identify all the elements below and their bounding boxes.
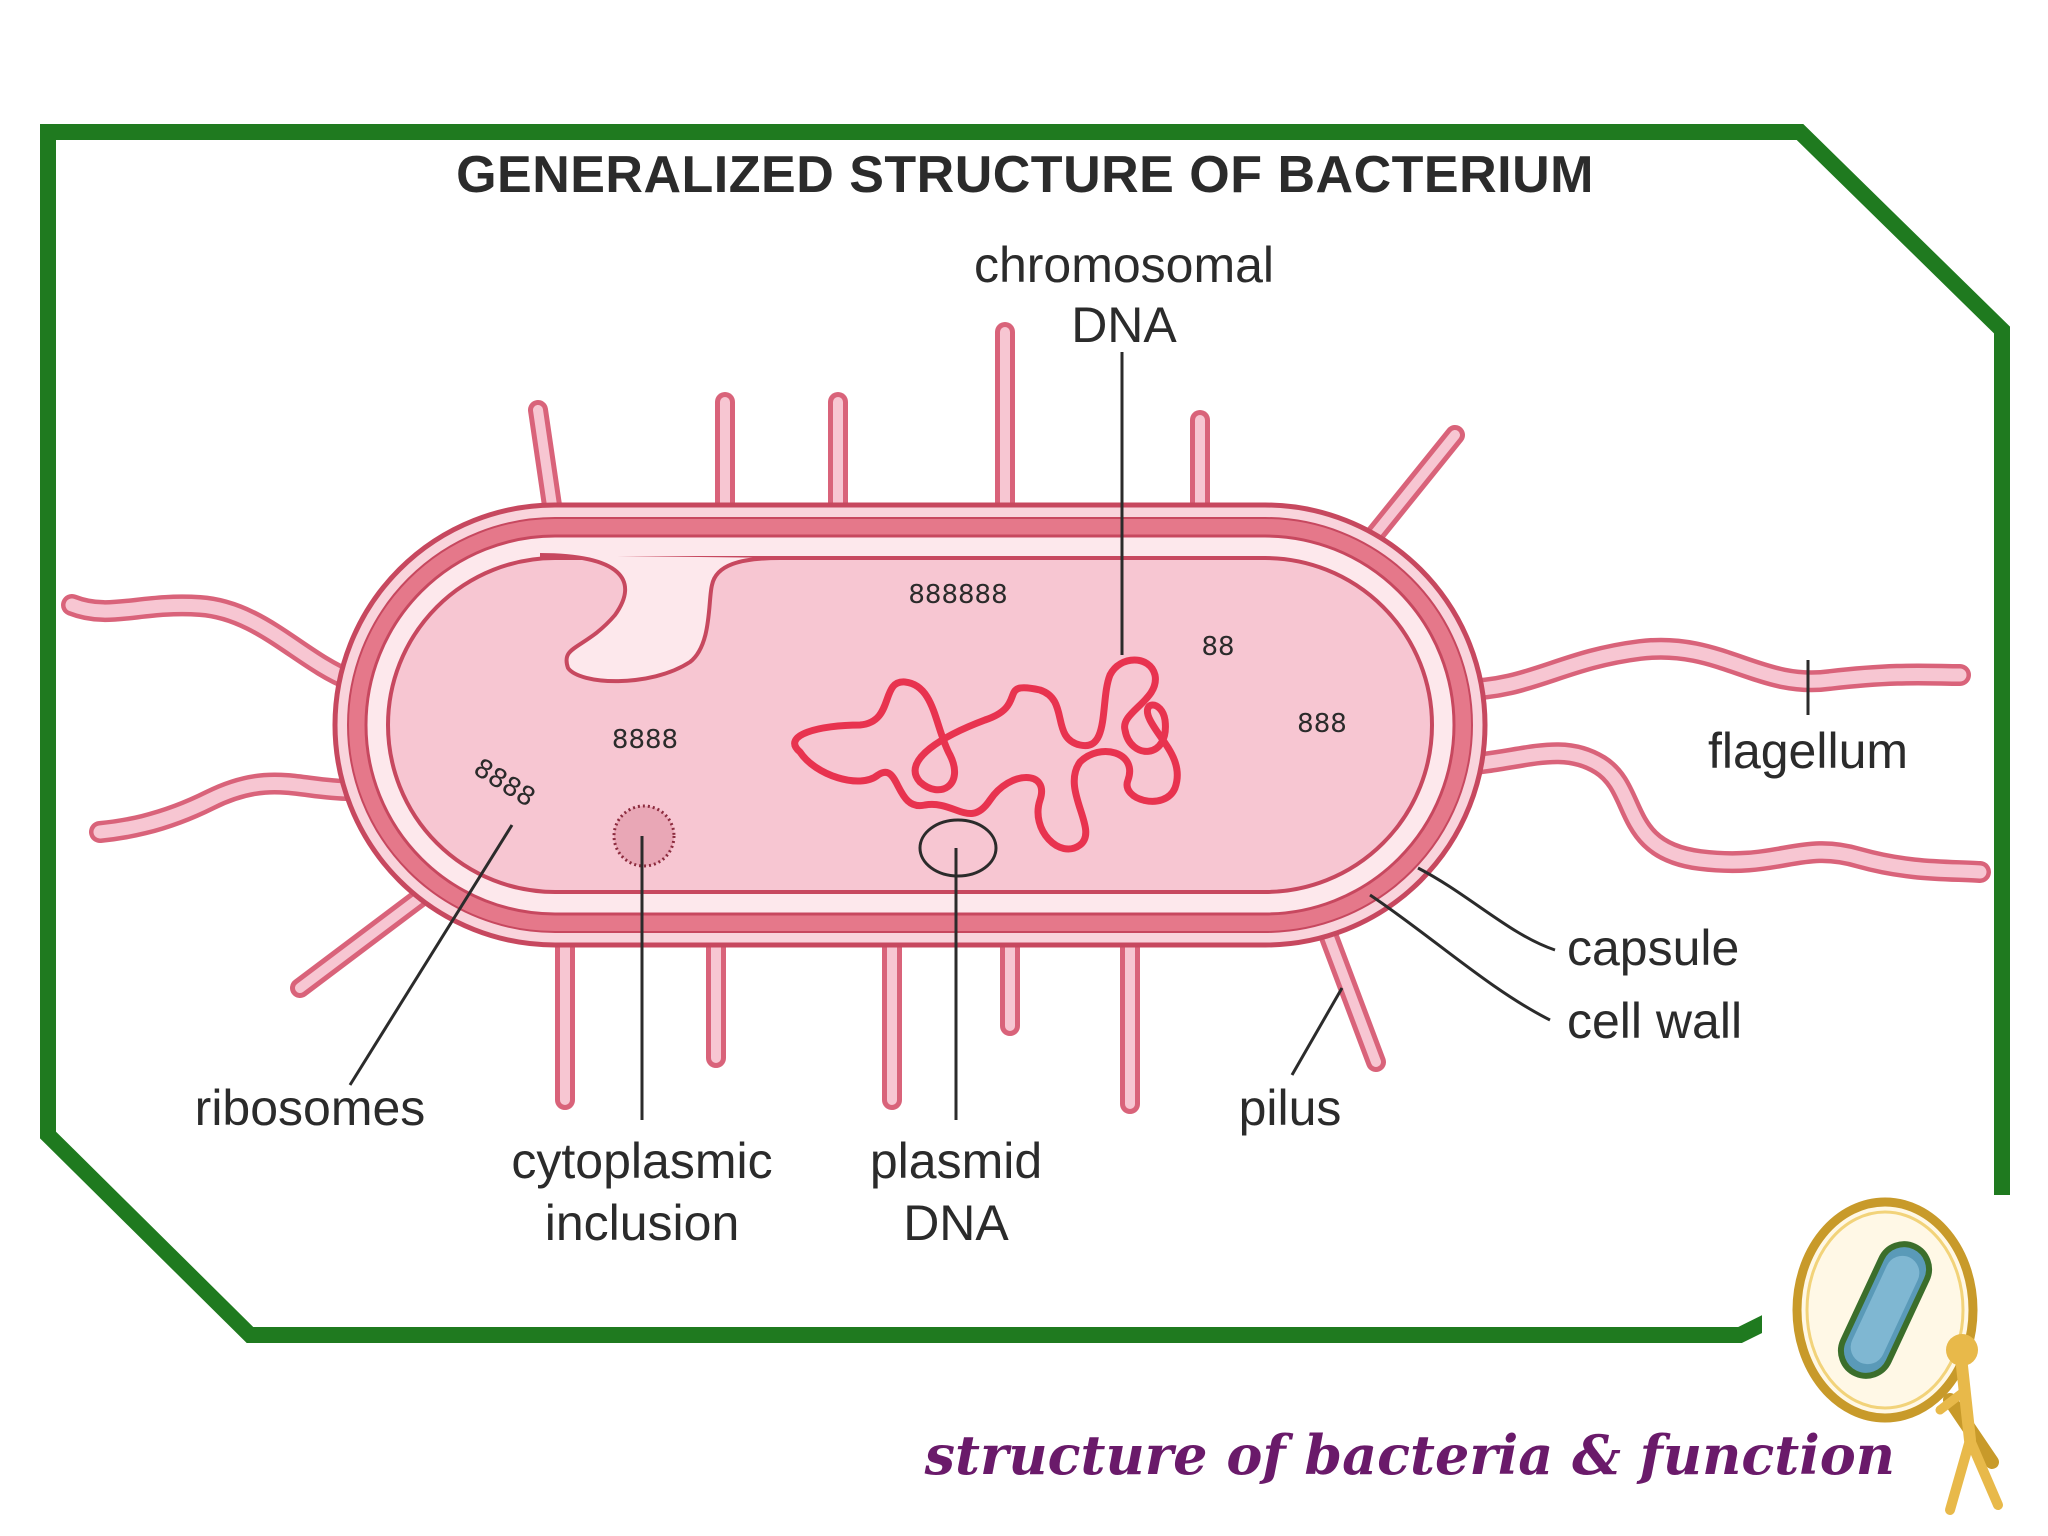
ribosome-group-left: 8888: [612, 725, 678, 755]
label-capsule: capsule: [1567, 920, 1739, 976]
chromosomal-dna-loop: [791, 656, 1181, 853]
label-plasmid-dna-1: plasmid: [870, 1133, 1042, 1189]
label-chromosomal-dna-2: DNA: [1071, 297, 1177, 353]
label-chromosomal-dna-1: chromosomal: [974, 237, 1274, 293]
label-ribosomes: ribosomes: [195, 1080, 426, 1136]
flagella: [61, 594, 1991, 883]
label-pilus: pilus: [1239, 1080, 1342, 1136]
ribosome-group-top: 888888: [908, 580, 1007, 610]
label-plasmid-dna-2: DNA: [903, 1195, 1009, 1251]
plasmid-dna-ring: [918, 818, 998, 878]
label-flagellum: flagellum: [1708, 723, 1908, 779]
footer-caption: structure of bacteria & function: [924, 1423, 1895, 1487]
magnifier-figure-icon: [1762, 1195, 2022, 1515]
label-cell-wall: cell wall: [1567, 993, 1742, 1049]
label-cytoplasmic-inclusion-1: cytoplasmic: [511, 1133, 772, 1189]
ribosome-group-right: 888: [1297, 709, 1347, 739]
diagram-title: GENERALIZED STRUCTURE OF BACTERIUM: [456, 146, 1594, 204]
label-cytoplasmic-inclusion-2: inclusion: [545, 1195, 740, 1251]
cytoplasmic-inclusion: [612, 804, 676, 868]
leader-lines: [348, 352, 1810, 1120]
ribosome-group-upper-right: 88: [1201, 632, 1234, 662]
mesosome: [539, 553, 781, 684]
